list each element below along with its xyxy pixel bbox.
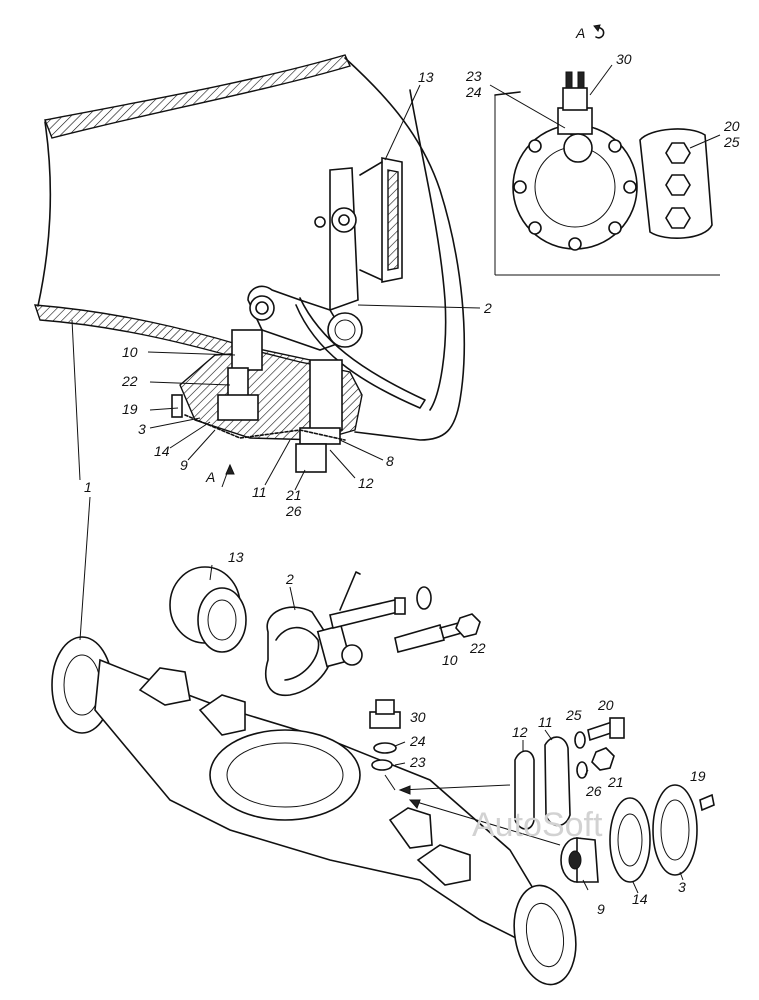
callout-30-inset: 30 [616, 51, 632, 67]
callout-10: 10 [122, 344, 138, 360]
bolt-20 [587, 717, 625, 742]
callout-20-exploded: 20 [597, 697, 614, 713]
callout-8: 8 [386, 453, 394, 469]
washer-25 [574, 731, 586, 749]
arrow-a-label: А [205, 469, 215, 485]
callout-11: 11 [252, 484, 267, 500]
bolt-19 [699, 793, 715, 812]
axle-housing-1 [51, 636, 577, 986]
callout-13-exploded: 13 [228, 549, 244, 565]
sensor-30 [369, 699, 401, 791]
plate-11 [544, 736, 571, 827]
callout-25-inset: 25 [723, 134, 740, 150]
callout-2-exploded: 2 [285, 571, 294, 587]
callout-26-exploded: 26 [585, 783, 602, 799]
callout-11-exploded: 11 [538, 714, 553, 730]
callout-22-exploded: 22 [469, 640, 486, 656]
callout-26: 26 [285, 503, 302, 519]
callout-1: 1 [84, 479, 92, 495]
bushing-9 [560, 837, 599, 883]
callout-24-exploded: 24 [409, 733, 426, 749]
callout-19-exploded: 19 [690, 768, 706, 784]
callout-12: 12 [358, 475, 374, 491]
callout-24-inset: 24 [465, 84, 482, 100]
plunger-10 [394, 621, 466, 653]
callout-9: 9 [180, 457, 188, 473]
callout-13: 13 [418, 69, 434, 85]
view-a-inset [494, 71, 720, 276]
callout-3-exploded: 3 [678, 879, 686, 895]
callout-21: 21 [285, 487, 302, 503]
gasket-14 [609, 797, 651, 883]
sensor-shaft [329, 597, 406, 629]
nut-21 [591, 747, 615, 771]
plate-12 [514, 750, 535, 830]
callout-10-exploded: 10 [442, 652, 458, 668]
o-ring-8 [416, 586, 432, 610]
callout-20-inset: 20 [723, 118, 740, 134]
callout-12-exploded: 12 [512, 724, 528, 740]
callout-21-exploded: 21 [607, 774, 624, 790]
bracket-2 [265, 571, 363, 696]
washer-26 [576, 761, 588, 779]
callout-22: 22 [121, 373, 138, 389]
callout-14: 14 [154, 443, 170, 459]
leader-lines [71, 64, 721, 894]
view-a-title: А [575, 25, 585, 41]
nut-22 [455, 613, 481, 638]
callout-2: 2 [483, 300, 492, 316]
callouts: 13 2 10 22 19 3 14 9 11 21 26 12 8 1 23 … [84, 51, 740, 917]
rotation-arrow-icon [593, 24, 601, 33]
callout-14-exploded: 14 [632, 891, 648, 907]
callout-23-exploded: 23 [409, 754, 426, 770]
bushing-13 [169, 566, 247, 653]
callout-30-exploded: 30 [410, 709, 426, 725]
cover-3 [652, 784, 698, 876]
exploded-parts [51, 566, 715, 986]
callout-9-exploded: 9 [597, 901, 605, 917]
watermark: AutoSoft [472, 806, 603, 844]
callout-3: 3 [138, 421, 146, 437]
callout-25-exploded: 25 [565, 707, 582, 723]
callout-23-inset: 23 [465, 68, 482, 84]
callout-19: 19 [122, 401, 138, 417]
housing-section-view [34, 54, 466, 488]
